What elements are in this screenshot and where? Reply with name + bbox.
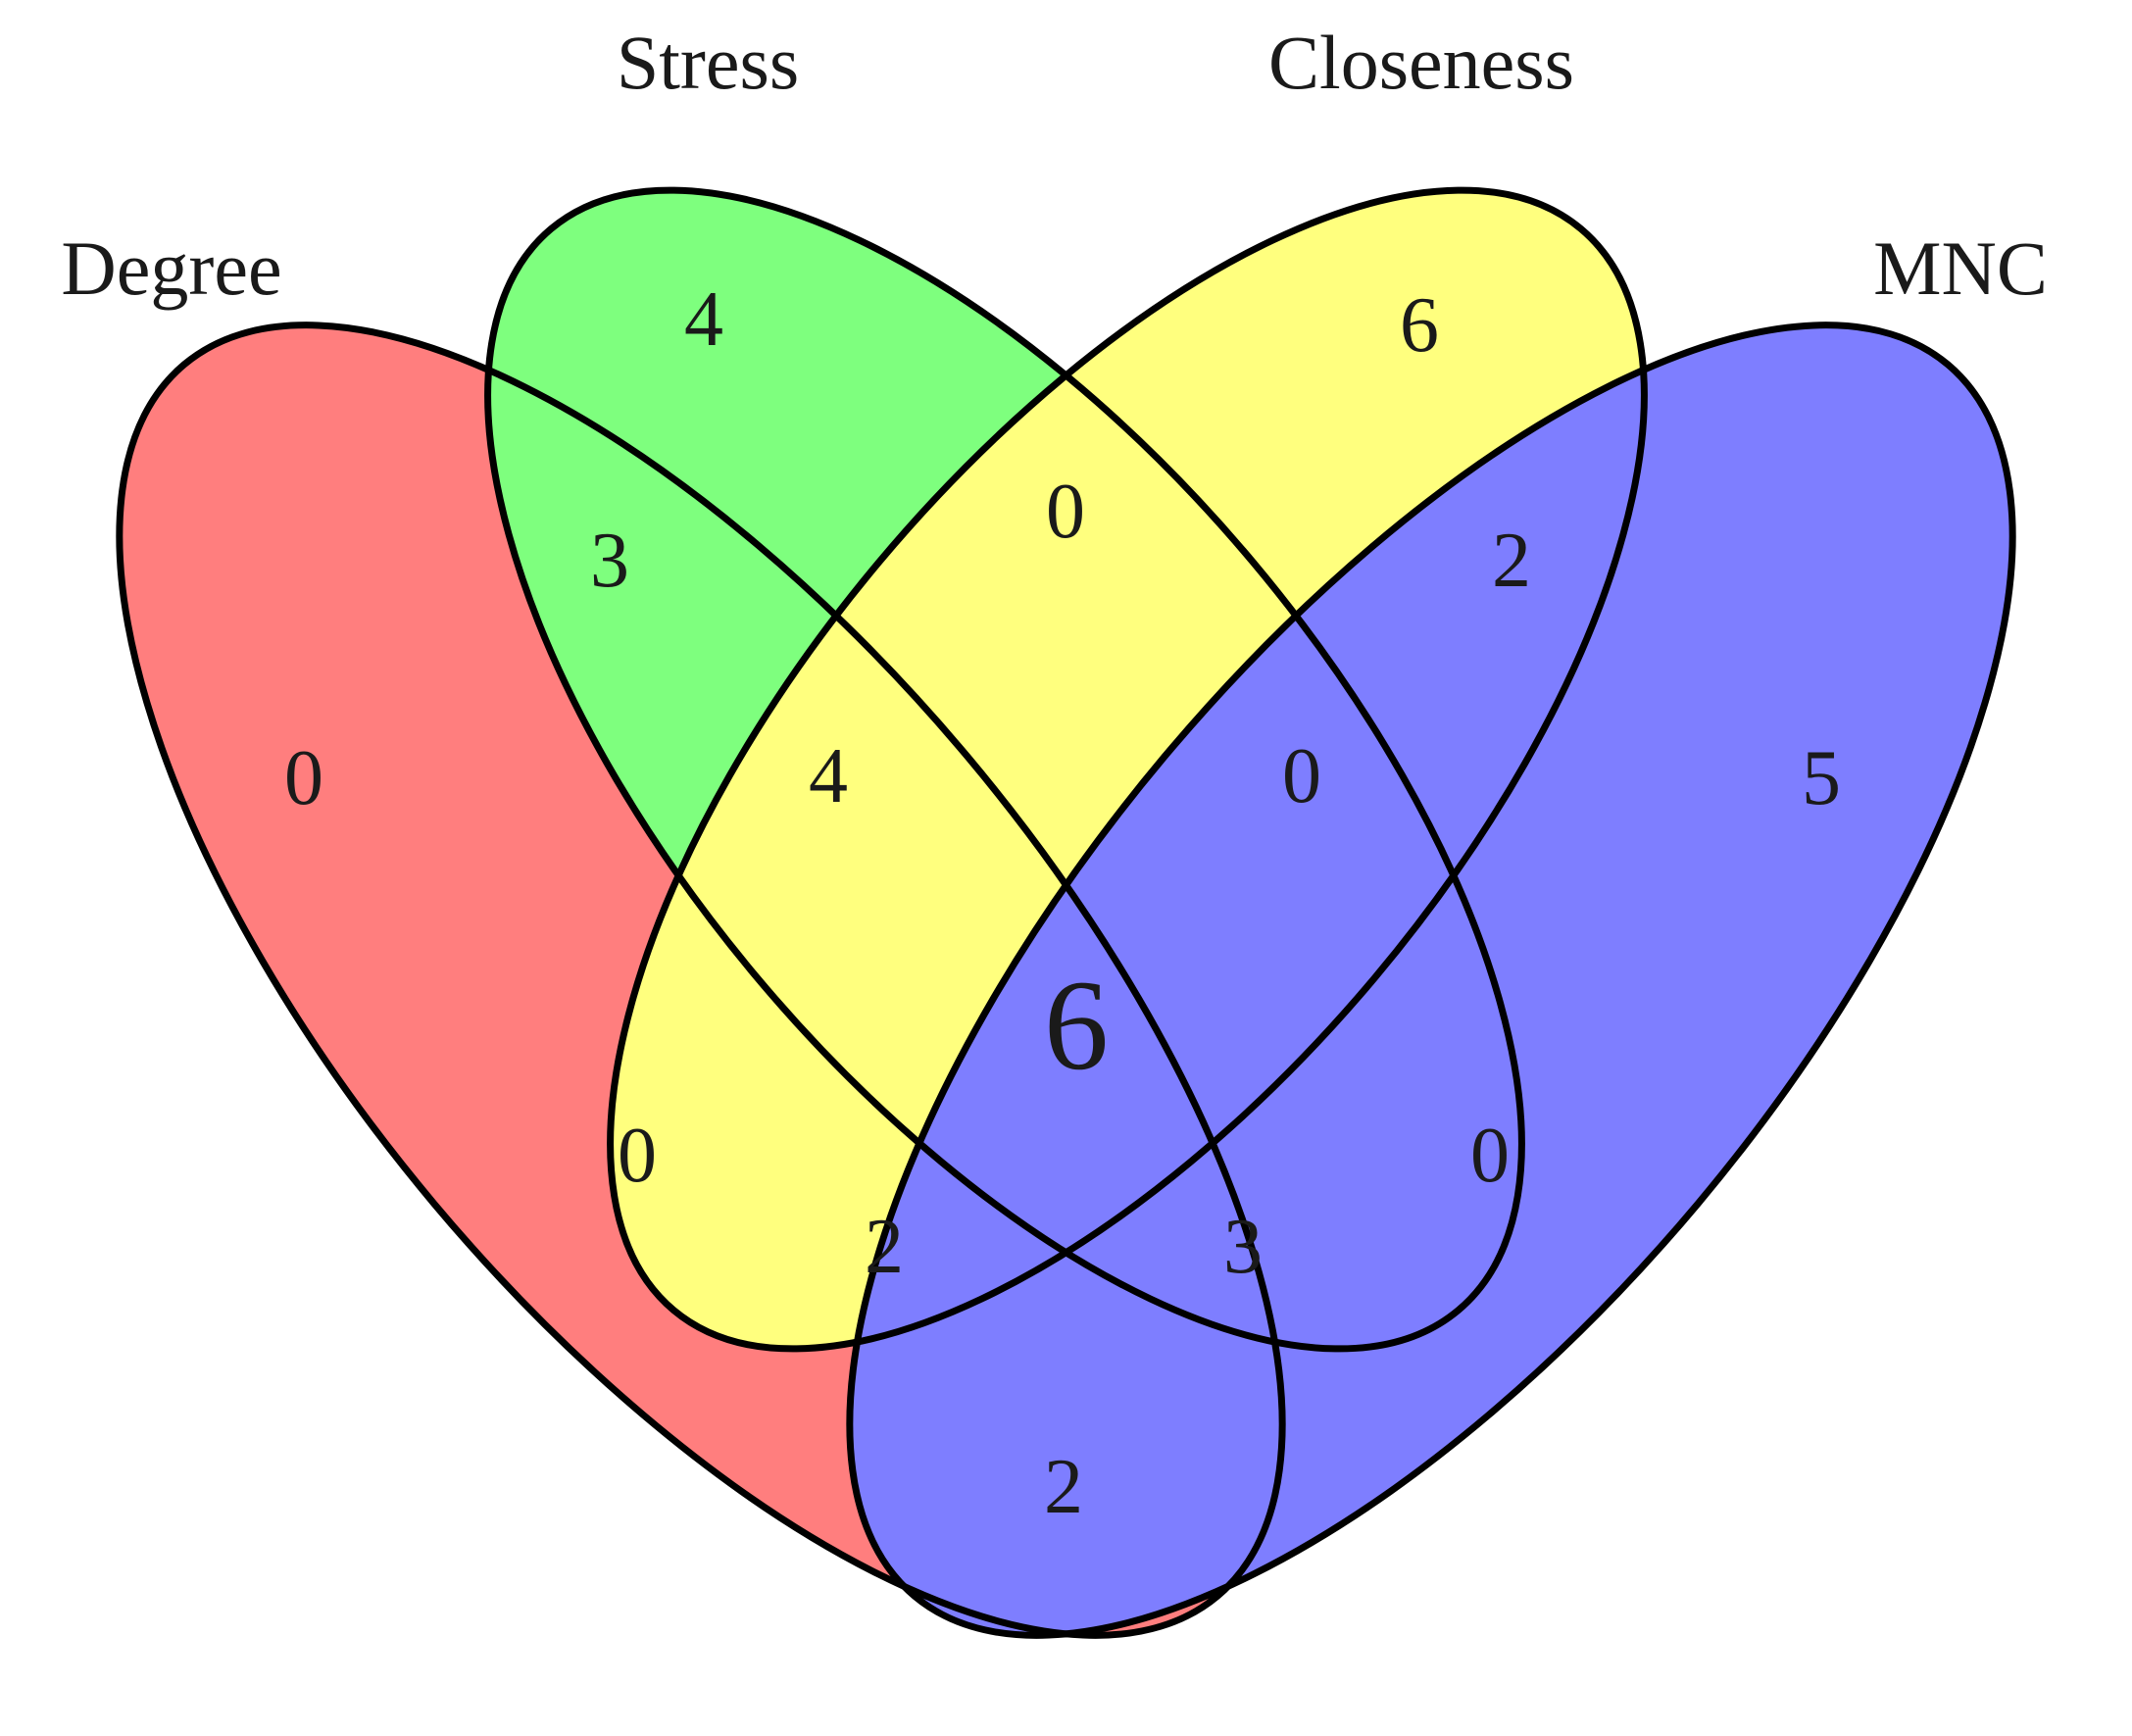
set-stress-outline bbox=[484, 186, 1525, 1353]
set-closeness-ellipse bbox=[610, 190, 1645, 1349]
region-count-degree-stress-closeness: 4 bbox=[809, 733, 848, 819]
region-counts: 0 4 6 5 3 0 2 4 0 6 0 0 2 3 2 bbox=[284, 276, 1841, 1530]
region-count-closeness-mnc: 2 bbox=[1492, 518, 1531, 604]
region-count-closeness-only: 6 bbox=[1400, 282, 1439, 369]
region-count-degree-mnc: 2 bbox=[1044, 1444, 1083, 1530]
region-count-degree-stress-mnc: 3 bbox=[1223, 1204, 1263, 1290]
region-count-mnc-only: 5 bbox=[1802, 735, 1841, 821]
set-closeness-outline bbox=[607, 186, 1648, 1353]
set-mnc-outline bbox=[846, 322, 2016, 1639]
set-degree-outline bbox=[116, 322, 1286, 1639]
region-count-degree-only: 0 bbox=[284, 735, 323, 821]
set-fills bbox=[119, 190, 2013, 1636]
set-label-closeness: Closeness bbox=[1268, 20, 1574, 105]
region-count-stress-only: 4 bbox=[684, 276, 723, 363]
set-mnc-ellipse bbox=[849, 324, 2013, 1636]
region-count-degree-stress: 3 bbox=[590, 518, 629, 604]
region-count-degree-closeness-mnc: 2 bbox=[865, 1204, 904, 1290]
region-count-stress-closeness: 0 bbox=[1046, 469, 1085, 555]
region-count-degree-closeness: 0 bbox=[618, 1113, 657, 1199]
set-labels: Degree Stress Closeness MNC bbox=[61, 20, 2047, 311]
region-count-all-four: 6 bbox=[1044, 953, 1109, 1097]
region-count-stress-closeness-mnc: 0 bbox=[1282, 733, 1321, 819]
set-label-degree: Degree bbox=[61, 225, 281, 311]
set-label-mnc: MNC bbox=[1873, 225, 2048, 311]
set-label-stress: Stress bbox=[617, 20, 799, 105]
region-count-stress-mnc: 0 bbox=[1470, 1113, 1510, 1199]
set-outlines bbox=[116, 186, 2016, 1639]
